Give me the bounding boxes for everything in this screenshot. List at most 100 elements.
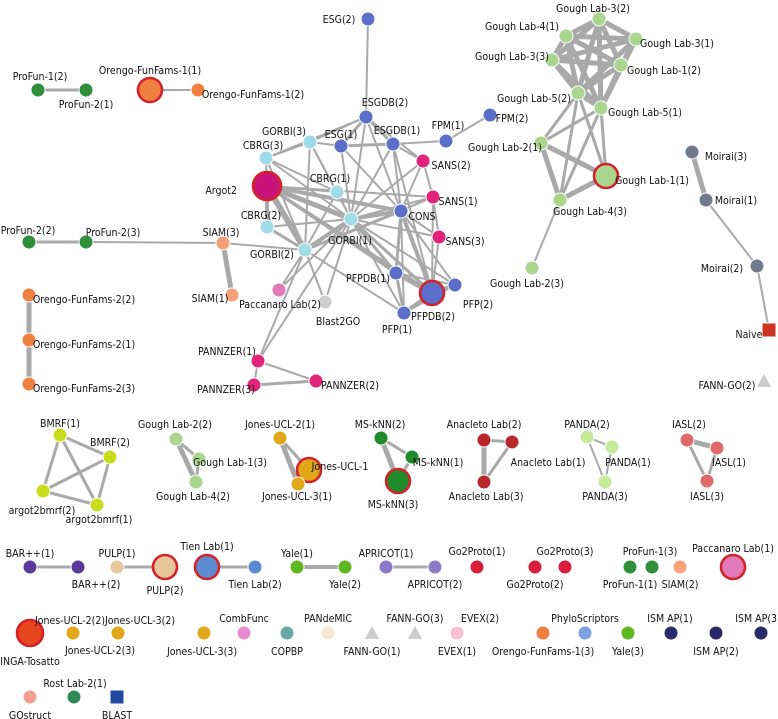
node-inga-tosatto[interactable] xyxy=(15,618,45,648)
node-gough-lab-1-1[interactable] xyxy=(592,162,620,190)
node-jones-ucl-3-3[interactable] xyxy=(196,625,212,641)
node-gough-lab-4-2[interactable] xyxy=(188,474,204,490)
node-jones-ucl-2-1[interactable] xyxy=(272,430,288,446)
node-gough-lab-2-2[interactable] xyxy=(168,431,184,447)
node-ms-knn-1[interactable] xyxy=(404,449,420,465)
node-argot2bmrf-2[interactable] xyxy=(35,483,51,499)
node-jones-ucl-1[interactable] xyxy=(295,456,323,484)
node-orengo-funfams-2-1[interactable] xyxy=(21,332,37,348)
node-pfp-1[interactable] xyxy=(396,305,412,321)
node-jones-ucl-3-1[interactable] xyxy=(290,476,306,492)
node-jones-ucl-3-2[interactable] xyxy=(110,625,126,641)
node-pfpdb-1[interactable] xyxy=(388,265,404,281)
node-profun-1-3[interactable] xyxy=(644,559,660,575)
node-pannzer-3[interactable] xyxy=(246,377,262,393)
node-sans-1[interactable] xyxy=(425,189,441,205)
node-pannzer-1[interactable] xyxy=(250,353,266,369)
node-combfunc[interactable] xyxy=(236,625,252,641)
node-yale-3[interactable] xyxy=(620,625,636,641)
node-ism-ap-1[interactable] xyxy=(663,625,679,641)
node-moirai-1[interactable] xyxy=(698,192,714,208)
node-tien-lab-1[interactable] xyxy=(193,553,221,581)
node-profun-2-3[interactable] xyxy=(78,234,94,250)
node-bar-1[interactable] xyxy=(22,559,38,575)
node-bar-2[interactable] xyxy=(70,559,86,575)
node-gough-lab-4-3[interactable] xyxy=(552,192,568,208)
node-anacleto-lab-2[interactable] xyxy=(476,432,492,448)
node-panda-1[interactable] xyxy=(604,439,620,455)
node-moirai-2[interactable] xyxy=(749,258,765,274)
node-naive[interactable] xyxy=(761,322,777,338)
node-gough-lab-2-1[interactable] xyxy=(533,135,549,151)
node-phyloscriptors[interactable] xyxy=(577,625,593,641)
node-siam-3[interactable] xyxy=(215,235,231,251)
node-pfpdb-2[interactable] xyxy=(418,279,446,307)
node-sans-3[interactable] xyxy=(431,229,447,245)
node-iasl-1[interactable] xyxy=(709,440,725,456)
node-esgdb-2[interactable] xyxy=(358,109,374,125)
node-gough-lab-3-3[interactable] xyxy=(544,52,560,68)
node-cons[interactable] xyxy=(393,203,409,219)
node-panda-3[interactable] xyxy=(597,474,613,490)
node-fann-go-3[interactable] xyxy=(406,623,424,640)
node-esg-1[interactable] xyxy=(333,138,349,154)
node-orengo-funfams-1-1[interactable] xyxy=(136,76,164,104)
node-fpm-1[interactable] xyxy=(438,133,454,149)
node-orengo-funfams-2-3[interactable] xyxy=(21,376,37,392)
node-profun-1-2[interactable] xyxy=(30,82,46,98)
node-go2proto-1[interactable] xyxy=(469,559,485,575)
node-bmrf-1[interactable] xyxy=(52,427,68,443)
node-gough-lab-3-2[interactable] xyxy=(591,11,607,27)
node-argot2bmrf-1[interactable] xyxy=(89,497,105,513)
node-pfp-2[interactable] xyxy=(447,277,463,293)
node-iasl-2[interactable] xyxy=(679,432,695,448)
node-esg-2[interactable] xyxy=(360,11,376,27)
node-iasl-3[interactable] xyxy=(699,473,715,489)
node-bmrf-2[interactable] xyxy=(102,449,118,465)
node-pandemic[interactable] xyxy=(320,625,336,641)
node-panda-2[interactable] xyxy=(579,429,595,445)
node-gough-lab-4-1[interactable] xyxy=(558,28,574,44)
node-pannzer-2[interactable] xyxy=(308,373,324,389)
node-yale-1[interactable] xyxy=(289,559,305,575)
node-gough-lab-5-2[interactable] xyxy=(570,85,586,101)
node-cbrg-3[interactable] xyxy=(258,150,274,166)
node-cbrg-2[interactable] xyxy=(259,219,275,235)
node-esgdb-1[interactable] xyxy=(385,136,401,152)
node-gorbi-3[interactable] xyxy=(302,134,318,150)
node-pulp-2[interactable] xyxy=(151,553,179,581)
node-gough-lab-1-3[interactable] xyxy=(191,451,207,467)
node-gorbi-2[interactable] xyxy=(297,242,313,258)
node-paccanaro-lab-1[interactable] xyxy=(719,553,747,581)
node-gough-lab-5-1[interactable] xyxy=(593,100,609,116)
node-ism-ap-2[interactable] xyxy=(708,625,724,641)
node-gough-lab-1-2[interactable] xyxy=(613,57,629,73)
node-pulp-1[interactable] xyxy=(109,559,125,575)
node-fann-go-1[interactable] xyxy=(363,623,381,640)
node-yale-2[interactable] xyxy=(337,559,353,575)
node-anacleto-lab-3[interactable] xyxy=(476,474,492,490)
node-ism-ap-3[interactable] xyxy=(753,625,769,641)
node-apricot-1[interactable] xyxy=(378,559,394,575)
node-profun-2-1[interactable] xyxy=(78,82,94,98)
node-jones-ucl-2-3[interactable] xyxy=(65,625,81,641)
node-ms-knn-2[interactable] xyxy=(373,430,389,446)
node-siam-1[interactable] xyxy=(224,287,240,303)
node-profun-1-1[interactable] xyxy=(622,559,638,575)
node-rost-lab-2-1[interactable] xyxy=(66,689,82,705)
node-anacleto-lab-1[interactable] xyxy=(504,434,520,450)
node-apricot-2[interactable] xyxy=(427,559,443,575)
node-orengo-funfams-2-2[interactable] xyxy=(21,287,37,303)
node-evex-1[interactable] xyxy=(449,625,465,641)
node-copbp[interactable] xyxy=(279,625,295,641)
node-blast2go[interactable] xyxy=(317,294,333,310)
node-cbrg-1[interactable] xyxy=(329,184,345,200)
node-blast[interactable] xyxy=(109,689,125,705)
node-orengo-funfams-1-3[interactable] xyxy=(535,625,551,641)
node-go2proto-2[interactable] xyxy=(527,559,543,575)
node-moirai-3[interactable] xyxy=(684,144,700,160)
node-tien-lab-2[interactable] xyxy=(247,559,263,575)
node-gorbi-1[interactable] xyxy=(343,211,359,227)
node-siam-2[interactable] xyxy=(672,559,688,575)
node-argot2[interactable] xyxy=(251,170,283,202)
